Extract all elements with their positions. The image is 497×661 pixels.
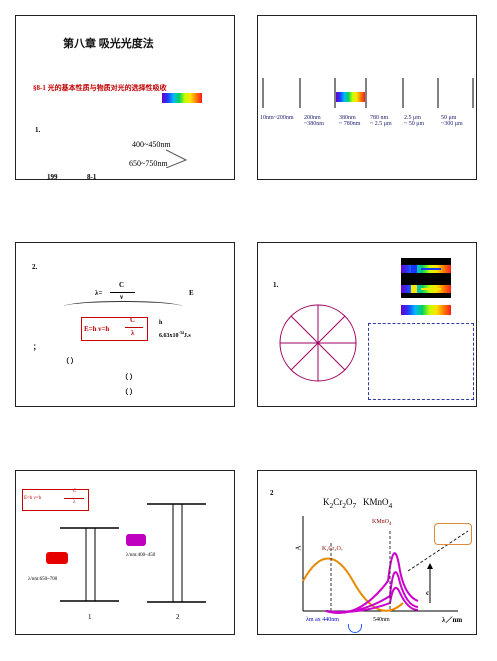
- slide-4-spectrum: [401, 305, 451, 315]
- color-wheel: [279, 304, 357, 382]
- x-axis-value-1: λm ax 440nm: [306, 617, 339, 623]
- level-1: 1: [88, 613, 92, 621]
- formula-text: E=h ν=h: [84, 325, 110, 333]
- band-label-6: 50 μm ~300 μm: [441, 115, 463, 127]
- purple-wave-icon: [126, 534, 146, 546]
- slide-5: E=h ν=h C λ λ/nm:400~450 λ/nm:650~700 1 …: [15, 470, 235, 635]
- range-400-450: 400~450nm: [132, 140, 171, 149]
- paren-3: （ ）: [121, 388, 137, 396]
- concentration-label: c: [426, 589, 430, 597]
- red-wave-icon: [46, 552, 68, 564]
- slide-6-item: 2: [270, 489, 274, 497]
- x-axis-value-2: 540nm: [373, 617, 390, 623]
- absorbance-chart: [302, 516, 469, 614]
- paren-2: （ ）: [121, 373, 137, 381]
- energy-e: E: [189, 289, 194, 297]
- band-label-3: 380nm ~ 780nm: [339, 115, 361, 127]
- formula-bar: [64, 498, 84, 499]
- dashed-box: [368, 323, 474, 400]
- numerator-c: C: [119, 281, 125, 289]
- slide-4-item: 1.: [273, 281, 279, 289]
- slide-3-item: 2.: [32, 263, 38, 271]
- band-label-4: 780 nm ~ 2.5 μm: [370, 115, 392, 127]
- paren-1: （ ）: [62, 357, 78, 365]
- slide-6-title: K2Cr2O7 KMnO4: [323, 497, 393, 510]
- slide-6: 2 K2Cr2O7 KMnO4 KMnO4 K₂Cr₂O₇ A c λm ax …: [257, 470, 477, 635]
- slide-1: 第八章 吸光光度法 §8-1 光的基本性质与物质对光的选择性吸收 1. 400~…: [15, 15, 235, 180]
- slide-1-item: 1.: [35, 126, 41, 134]
- bracket-lines: [166, 149, 188, 168]
- kcr-label: K₂Cr₂O₇: [322, 546, 343, 552]
- denominator-nu: ν: [120, 293, 124, 301]
- yellow-filter: [411, 285, 417, 293]
- slide-3: 2. λ= C ν E E=h ν=h C λ h 6.63x10-34J.s …: [15, 242, 235, 407]
- slide-1-section: §8-1 光的基本性质与物质对光的选择性吸收: [33, 84, 167, 92]
- spectrum-band-dividers: [262, 78, 474, 108]
- formula-c: C: [73, 489, 77, 494]
- x-axis-label: λ／nm: [442, 616, 463, 624]
- callout-box: [434, 523, 472, 545]
- fraction-bar: [110, 292, 135, 293]
- curly-brace: [64, 301, 182, 312]
- visible-band-bar: [336, 92, 365, 102]
- blue-filter: [411, 265, 417, 273]
- slide-1-title: 第八章 吸光光度法: [63, 38, 154, 50]
- semicolon: ；: [33, 343, 40, 351]
- slide-2: 10nm~200nm 200nm ~380nm 380nm ~ 780nm 78…: [257, 15, 477, 180]
- energy-level-diagram: [60, 503, 206, 603]
- box-fraction-bar: [125, 327, 143, 328]
- page-number: 199: [47, 173, 58, 180]
- level-2: 2: [176, 613, 180, 621]
- yellow-arrow: [421, 288, 441, 290]
- lambda-eq: λ=: [95, 289, 103, 297]
- box-c: C: [130, 316, 136, 324]
- band-label-1: 10nm~200nm: [260, 115, 294, 121]
- band-label-2: 200nm ~380nm: [304, 115, 324, 127]
- planck-value: 6.63x10-34J.s: [159, 330, 191, 339]
- blue-arrow: [421, 268, 441, 270]
- formula-lambda: λ: [73, 500, 76, 505]
- visible-spectrum-bar: [162, 93, 202, 103]
- label-right: λ/nm:400~450: [126, 553, 156, 558]
- slide-4: 1.: [257, 242, 477, 407]
- figure-number: 8-1: [87, 173, 97, 180]
- formula-box: [22, 489, 89, 511]
- box-lambda: λ: [131, 329, 135, 337]
- planck-h: h: [159, 320, 163, 326]
- kmno4-label: KMnO4: [372, 519, 392, 528]
- formula-lhs: E=h ν=h: [24, 496, 42, 501]
- formula-box: [81, 317, 148, 341]
- range-650-750: 650~750nm: [129, 159, 168, 168]
- band-label-5: 2.5 μm ~ 50 μm: [404, 115, 425, 127]
- label-left: λ/nm:650~700: [28, 577, 58, 582]
- x-axis-brace: [348, 624, 362, 633]
